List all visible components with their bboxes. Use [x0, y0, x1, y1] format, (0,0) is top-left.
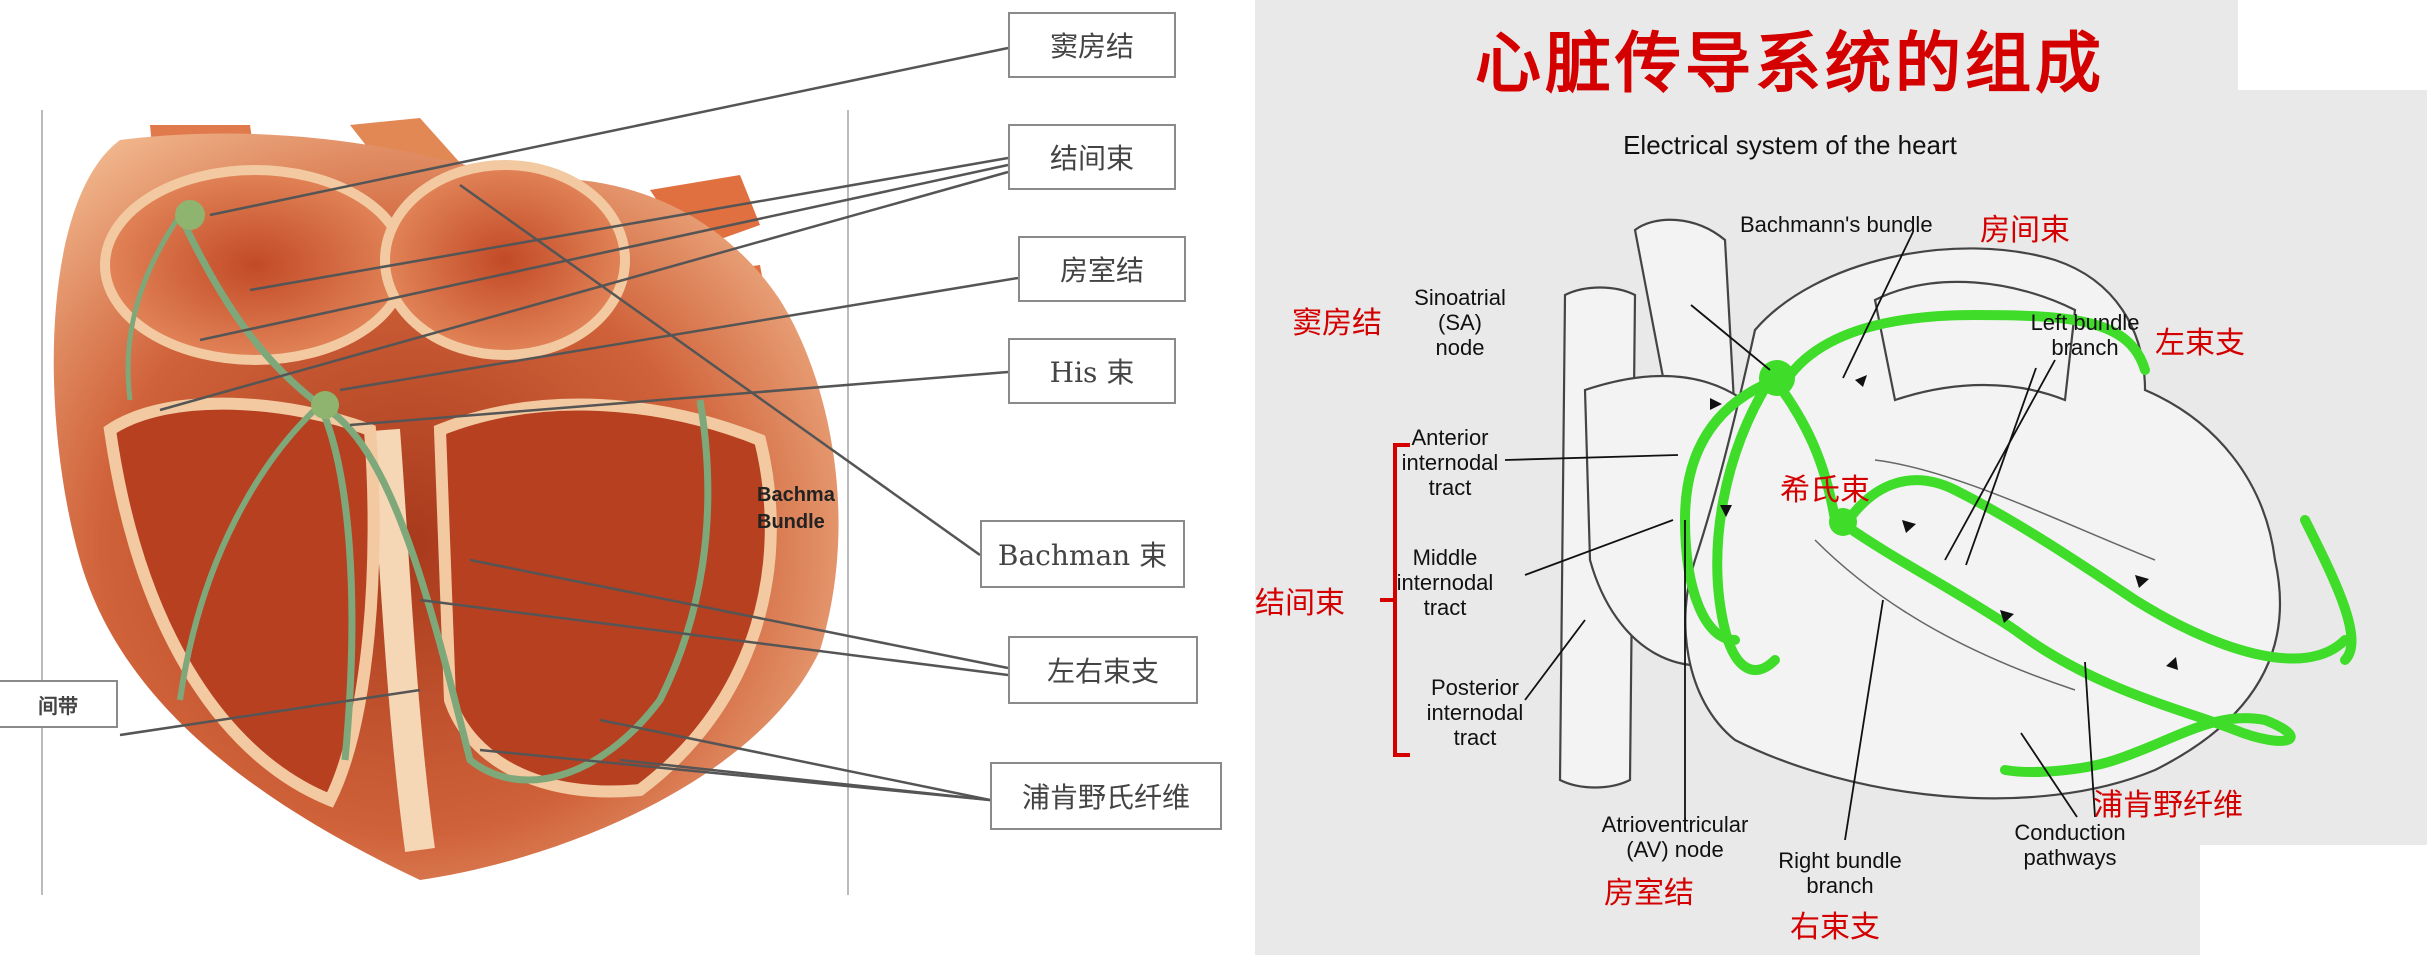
- posterior-line-3: tract: [1453, 725, 1497, 750]
- conduction-line-2: pathways: [2023, 845, 2117, 870]
- label-his-bundle: His 束: [1008, 338, 1176, 404]
- corner-white-top: [2238, 0, 2427, 90]
- middle-line-1: Middle: [1412, 545, 1478, 570]
- label-sa-node: 窦房结: [1008, 12, 1176, 78]
- label-right-bundle-cn: 右束支: [1790, 910, 1880, 945]
- anterior-line-3: tract: [1428, 475, 1472, 500]
- sa-line-3: node: [1435, 335, 1485, 360]
- corner-white-bottom: [2200, 845, 2427, 955]
- label-posterior-tract: Posterior internodal tract: [1415, 675, 1535, 750]
- label-right-bundle-en: Right bundle branch: [1765, 848, 1915, 898]
- label-purkinje-cn: 浦肯野纤维: [2093, 788, 2243, 823]
- english-title: Electrical system of the heart: [1623, 130, 1957, 160]
- bachmann-cut-text: Bachma Bundle: [757, 482, 835, 536]
- label-av-node: 房室结: [1018, 236, 1186, 302]
- right-bundle-line-1: Right bundle: [1778, 848, 1902, 873]
- label-av-node-cn: 房室结: [1604, 876, 1694, 911]
- label-bachman-bundle: Bachman 束: [980, 520, 1185, 588]
- posterior-line-2: internodal: [1426, 700, 1524, 725]
- label-left-bundle-cn: 左束支: [2155, 326, 2245, 361]
- label-purkinje-fibers: 浦肯野氏纤维: [990, 762, 1222, 830]
- label-internodal-tract: 结间束: [1008, 124, 1176, 190]
- label-his-bundle-cn: 希氏束: [1780, 473, 1870, 508]
- left-bundle-line-2: branch: [2051, 335, 2119, 360]
- main-title: 心脏传导系统的组成: [1475, 24, 2105, 102]
- band-cut-text: 间带: [38, 693, 78, 718]
- label-middle-tract: Middle internodal tract: [1385, 545, 1505, 620]
- av-line-1: Atrioventricular: [1601, 812, 1749, 837]
- middle-line-3: tract: [1423, 595, 1467, 620]
- label-bundle-branches: 左右束支: [1008, 636, 1198, 704]
- heart-cross-section-illustration: [41, 46, 1019, 895]
- label-sa-node-en: Sinoatrial (SA) node: [1400, 285, 1520, 360]
- schematic-panel: [1255, 0, 2427, 955]
- label-av-node-en: Atrioventricular (AV) node: [1560, 812, 1790, 862]
- right-bundle-line-2: branch: [1806, 873, 1874, 898]
- anterior-line-2: internodal: [1401, 450, 1499, 475]
- posterior-line-1: Posterior: [1430, 675, 1520, 700]
- bachmann-cut-line-2: Bundle: [757, 511, 825, 533]
- label-anterior-tract: Anterior internodal tract: [1390, 425, 1510, 500]
- label-sa-node-cn: 窦房结: [1292, 306, 1382, 341]
- conduction-line-1: Conduction: [2014, 820, 2126, 845]
- anterior-line-1: Anterior: [1411, 425, 1489, 450]
- label-internodal-cn: 结间束: [1255, 586, 1345, 621]
- av-line-2: (AV) node: [1626, 837, 1724, 862]
- bachmann-cut-line-1: Bachma: [757, 484, 835, 506]
- label-left-bundle-en: Left bundle branch: [2015, 310, 2155, 360]
- label-conduction-pathways: Conduction pathways: [2000, 820, 2140, 870]
- left-bundle-line-1: Left bundle: [2030, 310, 2140, 335]
- label-bachmanns-bundle-cn: 房间束: [1980, 213, 2070, 248]
- sa-line-2: (SA): [1438, 310, 1482, 335]
- middle-line-2: internodal: [1396, 570, 1494, 595]
- label-band-cut: 间带: [0, 680, 118, 728]
- schematic-heart-illustration: [1380, 218, 2357, 841]
- sa-line-1: Sinoatrial: [1414, 285, 1506, 310]
- label-bachmanns-bundle: Bachmann's bundle: [1740, 212, 1933, 237]
